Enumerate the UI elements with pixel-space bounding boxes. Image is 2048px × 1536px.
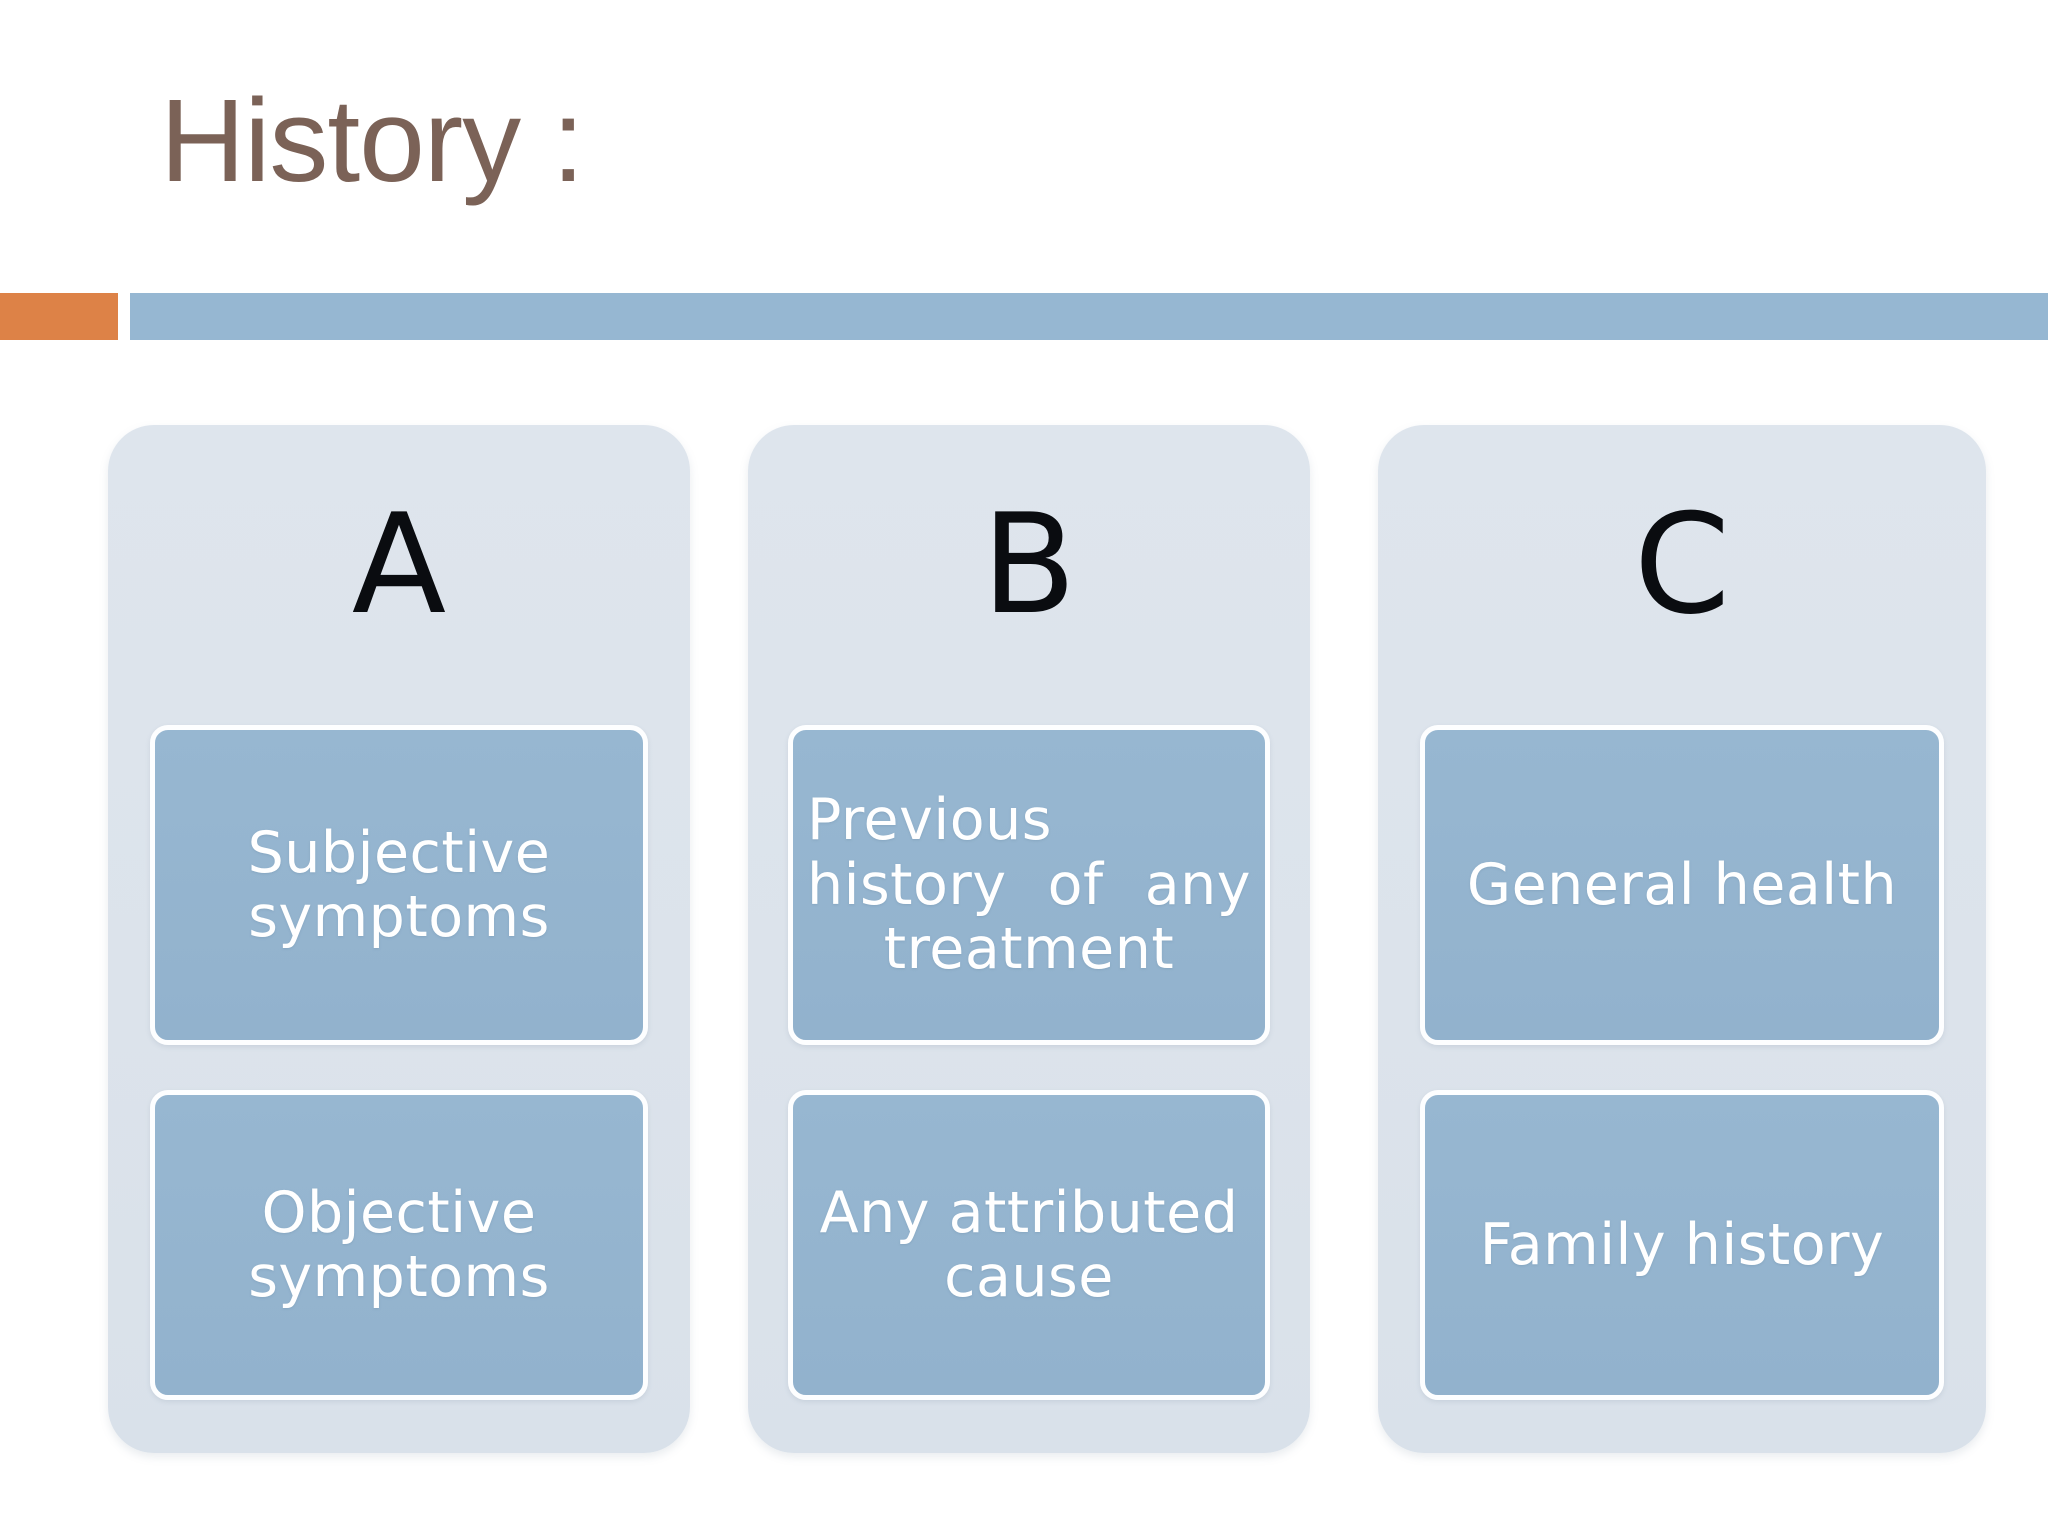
chip-c-1[interactable]: General health xyxy=(1420,725,1944,1045)
chip-a-2[interactable]: Objective symptoms xyxy=(150,1090,648,1400)
card-letter-a: A xyxy=(351,484,447,645)
chip-b-1[interactable]: Previous history of any treatment xyxy=(788,725,1270,1045)
page-title: History : xyxy=(160,75,585,207)
card-letter-b: B xyxy=(981,484,1077,645)
chip-b-1-label: Previous history of any treatment xyxy=(807,787,1251,983)
card-letter-c: C xyxy=(1633,484,1731,645)
chip-c-1-label: General health xyxy=(1466,851,1898,918)
chip-c-2-label: Family history xyxy=(1479,1211,1885,1278)
card-column-a[interactable]: A Subjective symptoms Objective symptoms xyxy=(108,425,690,1453)
card-column-b[interactable]: B Previous history of any treatment Any … xyxy=(748,425,1310,1453)
chip-b-2-label: Any attributed cause xyxy=(819,1179,1239,1310)
chip-a-1[interactable]: Subjective symptoms xyxy=(150,725,648,1045)
card-column-c[interactable]: C General health Family history xyxy=(1378,425,1986,1453)
chip-a-1-label: Subjective symptoms xyxy=(247,819,551,950)
accent-bar-orange xyxy=(0,293,118,340)
chip-b-2[interactable]: Any attributed cause xyxy=(788,1090,1270,1400)
chip-a-2-label: Objective symptoms xyxy=(248,1179,550,1310)
card-group: A Subjective symptoms Objective symptoms… xyxy=(0,425,2048,1455)
chip-c-2[interactable]: Family history xyxy=(1420,1090,1944,1400)
accent-bar-blue xyxy=(130,293,2048,340)
